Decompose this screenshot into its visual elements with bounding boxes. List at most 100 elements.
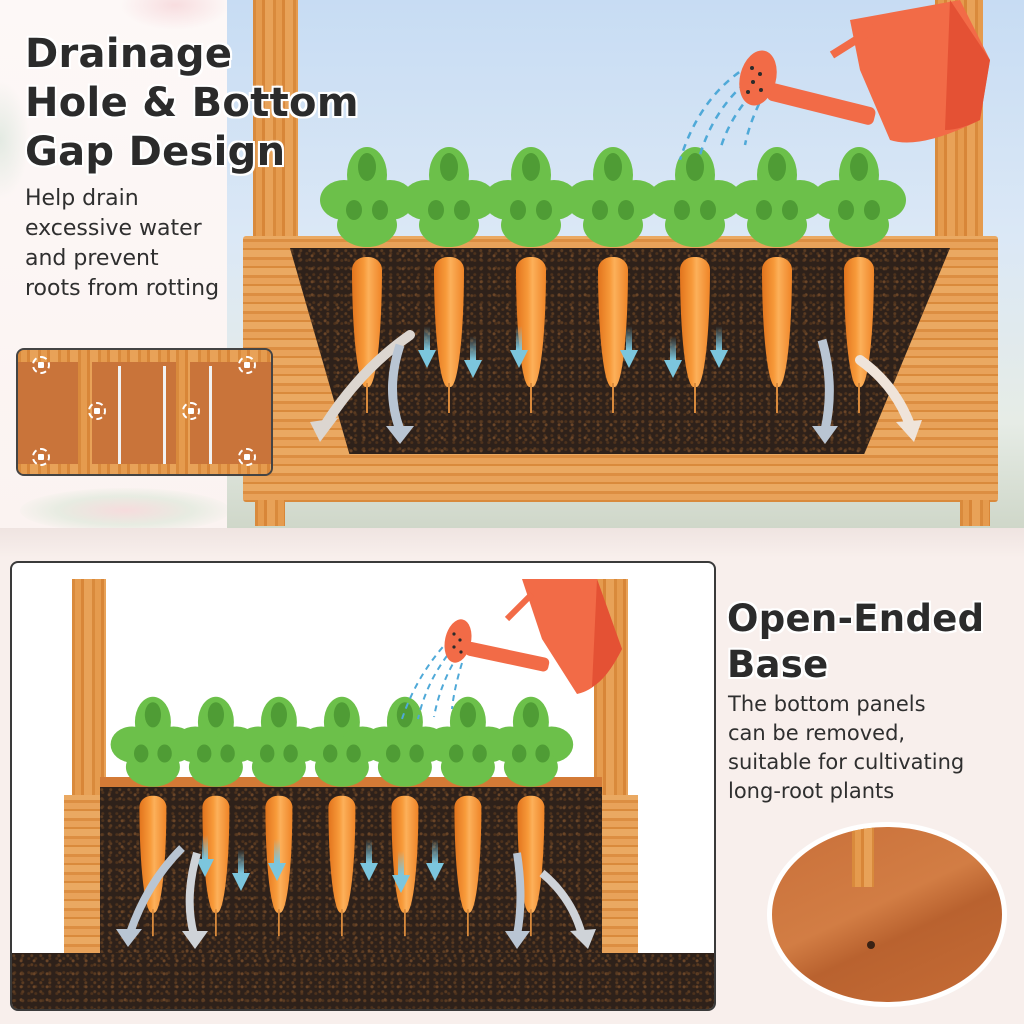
carrot-tail (467, 909, 469, 937)
planter-side-wall-left (64, 795, 100, 955)
carrot-root (454, 795, 482, 913)
heading-line: Drainage (25, 31, 233, 77)
description-line: excessive water (25, 216, 202, 241)
heading-line: Open-Ended (727, 597, 985, 640)
description-line: suitable for cultivating (728, 750, 965, 774)
carrot-root (680, 257, 710, 387)
carrot-tail (278, 909, 280, 937)
carrot-row-top (320, 145, 906, 415)
water-drop-arrow-icon (710, 326, 728, 368)
carrot-tail (776, 383, 778, 413)
inset-panel-gap (118, 366, 121, 464)
description-line: Help drain (25, 186, 139, 211)
carrot (425, 695, 511, 938)
water-drop-arrow-icon (418, 326, 436, 368)
inset-frame-bottom (18, 464, 271, 474)
carrot-root (762, 257, 792, 387)
drainage-flow-arrow-icon (116, 845, 208, 949)
drainage-flow-arrow-icon (505, 852, 596, 949)
detail-photo-interior-bottom (767, 822, 1007, 1007)
drain-hole-highlight-icon (238, 356, 256, 374)
carrot-tail (694, 383, 696, 413)
carrot (402, 145, 496, 415)
water-drop-arrow-icon (510, 326, 528, 368)
carrot-tail (341, 909, 343, 937)
water-drop-arrow-icon (268, 839, 286, 881)
drain-hole-highlight-icon (182, 402, 200, 420)
inset-panel-gap (209, 366, 212, 464)
carrot-leaves-icon (488, 696, 574, 787)
carrot-leaves-icon (425, 696, 511, 787)
watering-can-icon (401, 579, 622, 720)
description-line: The bottom panels (728, 692, 926, 716)
description-line: long-root plants (728, 779, 895, 803)
water-drop-arrow-icon (664, 336, 682, 378)
carrot (566, 145, 660, 415)
carrot-tail (530, 909, 532, 937)
carrot-root (328, 795, 356, 913)
inset-frame-top (18, 350, 271, 362)
watering-can-icon (678, 0, 990, 160)
planter-post-left (253, 0, 298, 245)
feature-description-drainage: Help drain excessive water and prevent r… (25, 184, 219, 304)
water-drop-arrow-icon (392, 851, 410, 893)
carrot (730, 145, 824, 415)
carrot-tail (858, 383, 860, 413)
feature-heading-drainage: Drainage Hole & Bottom Gap Design (25, 30, 359, 177)
carrot-leaves-icon (402, 147, 496, 247)
water-drop-arrow-icon (620, 326, 638, 368)
drainage-flow-arrow-icon (812, 338, 922, 444)
carrot-leaves-icon (730, 147, 824, 247)
carrot-leaves-icon (236, 696, 322, 787)
carrot-row-bottom (12, 563, 714, 1009)
water-drop-arrow-icon (232, 849, 250, 891)
carrot (484, 145, 578, 415)
carrot-leaves-icon (173, 696, 259, 787)
drain-hole-highlight-icon (32, 356, 50, 374)
water-drop-arrow-icon (196, 835, 214, 877)
drain-hole-highlight-icon (88, 402, 106, 420)
inset-panel-gap (163, 366, 166, 464)
planter-post-left (72, 579, 106, 809)
carrot-tail (448, 383, 450, 413)
drain-hole-highlight-icon (32, 448, 50, 466)
carrot (648, 145, 742, 415)
water-drop-arrow-icon (464, 336, 482, 378)
carrot-leaves-icon (566, 147, 660, 247)
carrot-tail (612, 383, 614, 413)
detail-side-board (772, 937, 1002, 1002)
description-line: can be removed, (728, 721, 906, 745)
carrot-tail (366, 383, 368, 413)
description-line: and prevent (25, 246, 159, 271)
carrot-leaves-icon (320, 147, 414, 247)
carrot-root (434, 257, 464, 387)
carrot (488, 695, 574, 938)
carrot-tail (530, 383, 532, 413)
carrot (173, 695, 259, 938)
floral-decoration-bottom (20, 488, 230, 533)
carrot-tail (215, 909, 217, 937)
detail-drain-hole (867, 941, 875, 949)
heading-line: Base (727, 643, 829, 686)
drainage-flow-arrow-icon (310, 330, 415, 444)
carrot-leaves-icon (484, 147, 578, 247)
drain-hole-highlight-icon (238, 448, 256, 466)
carrot-leaves-icon (812, 147, 906, 247)
carrot-tail (404, 909, 406, 937)
section-divider (0, 528, 1024, 558)
feature-description-open-ended: The bottom panels can be removed, suitab… (728, 690, 964, 806)
planter-side-wall-right (602, 795, 638, 955)
planter-leg-left (255, 500, 285, 526)
planter-leg-right (960, 500, 990, 526)
inset-photo-planter-bottom (16, 348, 273, 476)
carrot (362, 695, 448, 938)
inset-divider (78, 350, 92, 474)
water-drop-arrow-icon (360, 839, 378, 881)
open-ended-base-illustration-frame (10, 561, 716, 1011)
carrot-tail (152, 909, 154, 937)
carrot-leaves-icon (648, 147, 742, 247)
description-line: roots from rotting (25, 276, 220, 301)
feature-heading-open-ended: Open-Ended Base (727, 596, 984, 688)
detail-corner-post (852, 827, 874, 887)
ground-soil (12, 953, 714, 1009)
